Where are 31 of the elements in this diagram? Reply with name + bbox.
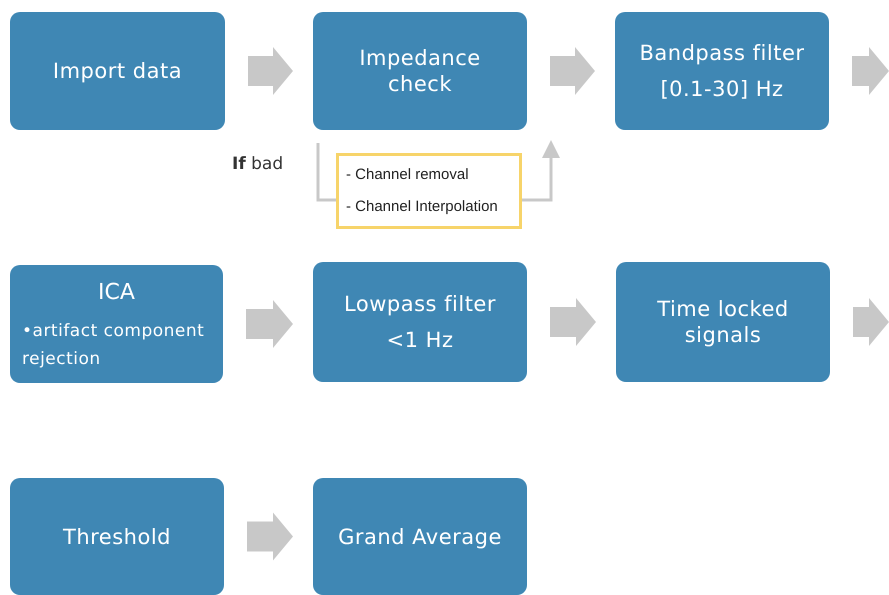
process-box	[10, 478, 224, 595]
note-box	[336, 153, 522, 229]
connector-line	[522, 140, 560, 202]
block-arrow	[852, 47, 889, 95]
process-box	[10, 12, 225, 130]
step-note: •artifact component rejection	[22, 320, 206, 371]
step-label: [0.1-30] Hz	[660, 76, 784, 102]
step-label: Bandpass filter	[639, 40, 805, 66]
step-label: Lowpass filter	[344, 291, 496, 317]
block-arrow	[248, 47, 293, 95]
block-arrow	[247, 512, 293, 560]
process-box	[313, 12, 527, 130]
process-box	[615, 12, 829, 130]
process-box	[10, 265, 223, 383]
block-arrow	[550, 298, 596, 346]
process-box	[313, 262, 527, 382]
connector-line	[316, 143, 336, 202]
list-item: - Channel removal	[346, 166, 470, 184]
step-label: Threshold	[63, 524, 171, 550]
block-arrow	[853, 298, 889, 346]
step-label: Time locked signals	[656, 296, 790, 348]
process-box	[616, 262, 830, 382]
step-label: Import data	[52, 58, 182, 84]
step-title: ICA	[97, 279, 136, 307]
process-box	[313, 478, 527, 595]
list-item: - Channel Interpolation	[346, 198, 499, 216]
block-arrow	[246, 300, 293, 348]
step-label: <1 Hz	[386, 327, 454, 353]
step-label: Grand Average	[338, 524, 502, 550]
step-label: Impedance check	[358, 45, 482, 97]
block-arrow	[550, 47, 595, 95]
